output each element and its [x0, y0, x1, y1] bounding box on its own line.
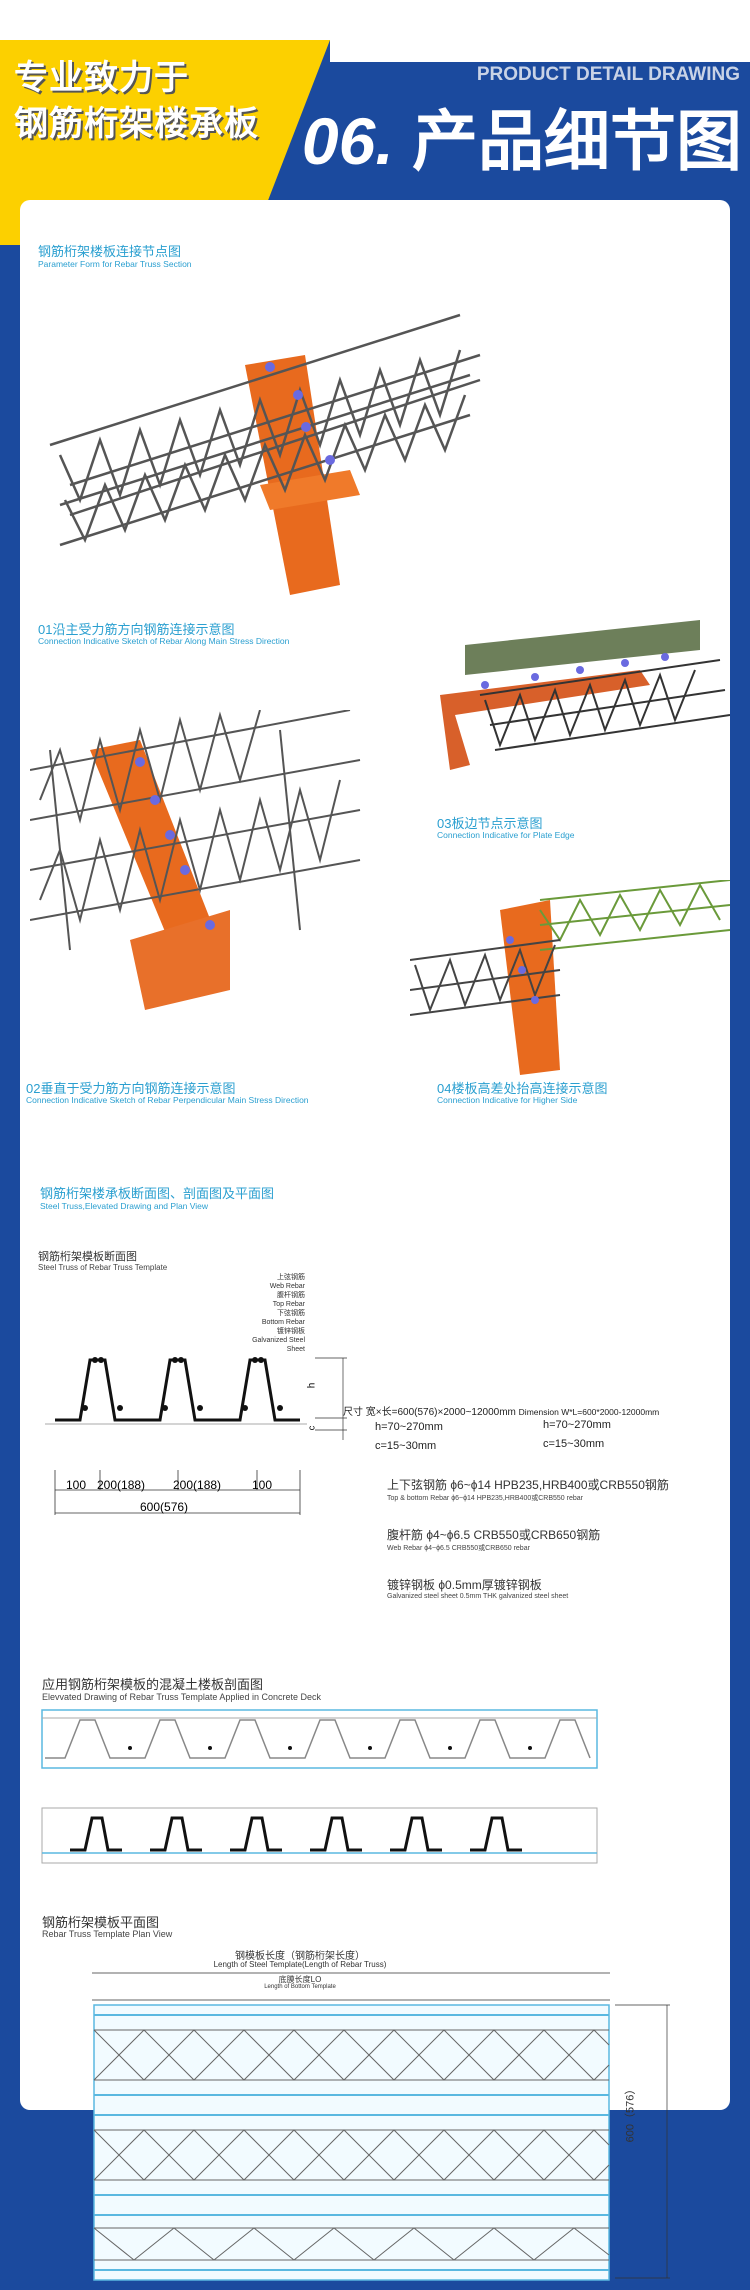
c-range: c=15~30mm: [375, 1440, 437, 1452]
slogan-line-2: 钢筋桁架楼承板: [14, 105, 259, 143]
fig03-subtitle: Connection Indicative for Plate Edge: [437, 830, 575, 840]
callout-label: 镀锌钢板: [277, 1328, 305, 1335]
slogan-line-1: 专业致力于: [14, 59, 189, 97]
spec-rebar: 上下弦钢筋 ϕ6~ϕ14 HPB235,HRB400或CRB550钢筋 Top &…: [387, 1476, 727, 1503]
c-label: c: [306, 1425, 317, 1431]
section-title: 产品细节图: [412, 104, 742, 178]
section-subtitle: Steel Truss,Elevated Drawing and Plan Vi…: [40, 1201, 209, 1211]
node-subtitle: Parameter Form for Rebar Truss Section: [38, 259, 192, 269]
dim-4: 100: [252, 1478, 273, 1492]
section-number: 06.: [301, 104, 394, 178]
dim-3: 200(188): [173, 1478, 222, 1492]
plan-drawing: [92, 1972, 670, 2281]
section-title: 钢筋桁架楼承板断面图、剖面图及平面图: [40, 1186, 275, 1201]
spec-web: 腹杆筋 ϕ4~ϕ6.5 CRB550或CRB650钢筋 Web Rebar ϕ4~…: [387, 1526, 727, 1553]
fig04-subtitle: Connection Indicative for Higher Side: [437, 1095, 578, 1105]
fig03-title: 03板边节点示意图: [437, 816, 543, 831]
bottom-length-en: Length of Bottom Template: [264, 1984, 336, 1990]
header-top-strip: [0, 0, 750, 40]
specs: 尺寸 宽×长=600(576)×2000~12000mm Dimension W…: [343, 1402, 660, 1452]
callout-label: 下弦钢筋: [277, 1310, 305, 1317]
spec-rebar-cn: 上下弦钢筋 ϕ6~ϕ14 HPB235,HRB400或CRB550钢筋: [387, 1478, 669, 1492]
fig01-subtitle: Connection Indicative Sketch of Rebar Al…: [38, 636, 290, 646]
callout-label: Galvanized Steel Sheet: [252, 1337, 305, 1353]
header-top-strip: [330, 40, 750, 62]
h-range: h=70~270mm: [375, 1421, 443, 1433]
fig03-illustration: [440, 620, 730, 770]
spec-web-en: Web Rebar ϕ4~ϕ6.5 CRB550或CRB650 rebar: [387, 1545, 530, 1552]
spec-web-cn: 腹杆筋 ϕ4~ϕ6.5 CRB550或CRB650钢筋: [387, 1528, 601, 1542]
callout-label: 上弦钢筋: [277, 1274, 305, 1281]
callout-label: Bottom Rebar: [261, 1319, 305, 1326]
deck-title: 应用钢筋桁架模板的混凝土楼板剖面图: [42, 1677, 264, 1692]
length-label-en: Length of Steel Template(Length of Rebar…: [213, 1960, 387, 1969]
h-label: h: [306, 1382, 318, 1389]
node-title: 钢筋桁架楼板连接节点图: [38, 244, 182, 259]
dim-total: 600(576): [140, 1500, 189, 1514]
c-range-en: c=15~30mm: [543, 1438, 605, 1450]
size-en: Dimension W*L=600*2000-12000mm: [518, 1407, 660, 1417]
bottom-length-cn: 底膜长度LO: [278, 1975, 322, 1984]
deck-subtitle: Elevvated Drawing of Rebar Truss Templat…: [42, 1692, 321, 1702]
length-label-cn: 钢模板长度（钢筋桁架长度）: [235, 1951, 365, 1962]
node-illustration: [49, 313, 481, 595]
dim-2: 200(188): [97, 1478, 146, 1492]
truss-section-title: 钢筋桁架模板断面图: [38, 1251, 137, 1263]
content-card: 钢筋桁架楼板连接节点图 Parameter Form for Rebar Tru…: [20, 200, 730, 2281]
spec-sheet-cn: 镀锌钢板 ϕ0.5mm厚镀锌钢板: [387, 1578, 542, 1592]
fig02-title: 02垂直于受力筋方向钢筋连接示意图: [26, 1081, 236, 1096]
fig04-title: 04楼板高差处抬高连接示意图: [437, 1081, 608, 1096]
size-cn: 宽×长=600(576)×2000~12000mm: [365, 1407, 516, 1418]
size-label: 尺寸: [343, 1407, 363, 1418]
page-title: 06. 产品细节图: [302, 88, 742, 184]
deck-drawings: [41, 1709, 598, 1864]
h-range-en: h=70~270mm: [543, 1419, 611, 1431]
spec-sheet-en: Galvanized steel sheet 0.5mm THK galvani…: [387, 1593, 569, 1600]
callout-label: Top Rebar: [272, 1301, 305, 1308]
dim-1: 100: [66, 1478, 87, 1492]
fig02-subtitle: Connection Indicative Sketch of Rebar Pe…: [26, 1095, 309, 1105]
fig01-title: 01沿主受力筋方向钢筋连接示意图: [38, 622, 235, 637]
spec-rebar-en: Top & bottom Rebar ϕ6~ϕ14 HPB235,HRB400或…: [387, 1495, 583, 1502]
fig02-illustration: [30, 710, 361, 1010]
callout-label: Web Rebar: [269, 1283, 305, 1290]
truss-section-subtitle: Steel Truss of Rebar Truss Template: [38, 1263, 168, 1272]
fig04-illustration: [410, 880, 730, 1075]
plan-title: 钢筋桁架模板平面图: [42, 1915, 160, 1930]
callout-label: 腹杆钢筋: [277, 1292, 305, 1299]
plan-subtitle: Rebar Truss Template Plan View: [42, 1929, 173, 1939]
truss-section-drawing: [45, 1357, 347, 1515]
header-subtitle: PRODUCT DETAIL DRAWING: [476, 64, 740, 85]
rebar-callouts: 上弦钢筋 Web Rebar 腹杆钢筋 Top Rebar 下弦钢筋 Bottom R…: [235, 1273, 305, 1354]
